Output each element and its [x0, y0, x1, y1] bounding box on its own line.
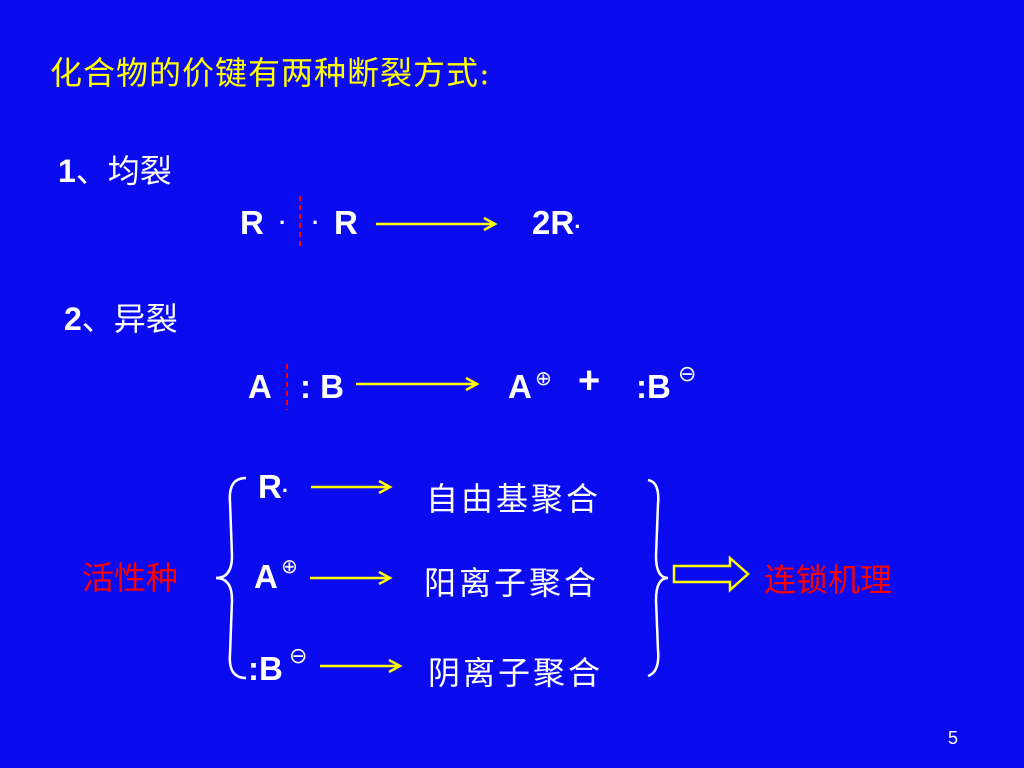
- heterolysis-heading-num: 2: [64, 301, 82, 337]
- radical-dot: ·: [281, 478, 290, 503]
- homolysis-product-dot: ·: [574, 214, 582, 239]
- cation-label: A: [254, 558, 278, 595]
- chain-mechanism-label: 连锁机理: [764, 561, 893, 599]
- radical-arrow: [311, 479, 393, 495]
- homolysis-dot-right: ·: [312, 210, 320, 235]
- heterolysis-heading-text: 、异裂: [81, 300, 178, 338]
- radical-polymerization: 自由基聚合: [426, 480, 602, 518]
- anion-label: :B: [248, 650, 283, 687]
- mechanism-arrow: [672, 555, 750, 593]
- left-brace: [215, 476, 247, 680]
- homolysis-left-r: R: [240, 204, 264, 241]
- cation-label-symbol: ⊕: [281, 554, 298, 578]
- cation-symbol: ⊕: [535, 366, 552, 390]
- heterolysis-arrow: [356, 376, 480, 392]
- homolysis-heading: 1、均裂: [58, 146, 172, 192]
- homolysis-product-2r: 2R: [532, 204, 575, 241]
- anion-label-symbol: ⊖: [289, 644, 308, 669]
- homolysis-heading-num: 1: [58, 153, 76, 189]
- radical-label: R·: [258, 468, 289, 506]
- active-species-label: 活性种: [82, 559, 179, 597]
- anion-arrow: [320, 658, 403, 674]
- heterolysis-heading: 2、异裂: [64, 294, 178, 340]
- homolysis-dot-left: ·: [279, 210, 287, 235]
- slide-title: 化合物的价键有两种断裂方式:: [50, 54, 491, 92]
- heterolysis-product-b: :B: [636, 368, 671, 405]
- right-brace: [647, 478, 669, 678]
- anionic-polymerization: 阴离子聚合: [428, 654, 604, 692]
- cationic-polymerization: 阳离子聚合: [424, 564, 600, 602]
- anion-symbol: ⊖: [678, 362, 697, 387]
- radical-r: R: [258, 468, 282, 505]
- homolysis-right-r: R: [334, 204, 358, 241]
- page-number: 5: [948, 728, 959, 748]
- homolysis-arrow: [376, 216, 498, 232]
- heterolysis-left-a: A: [248, 368, 272, 405]
- cation-arrow: [310, 570, 393, 586]
- heterolysis-product-a: A: [508, 368, 532, 405]
- heterolysis-colon-b: : B: [300, 368, 344, 405]
- heterolysis-plus: +: [578, 360, 601, 402]
- homolysis-heading-text: 、均裂: [75, 152, 172, 190]
- homolysis-product: 2R·: [532, 204, 582, 242]
